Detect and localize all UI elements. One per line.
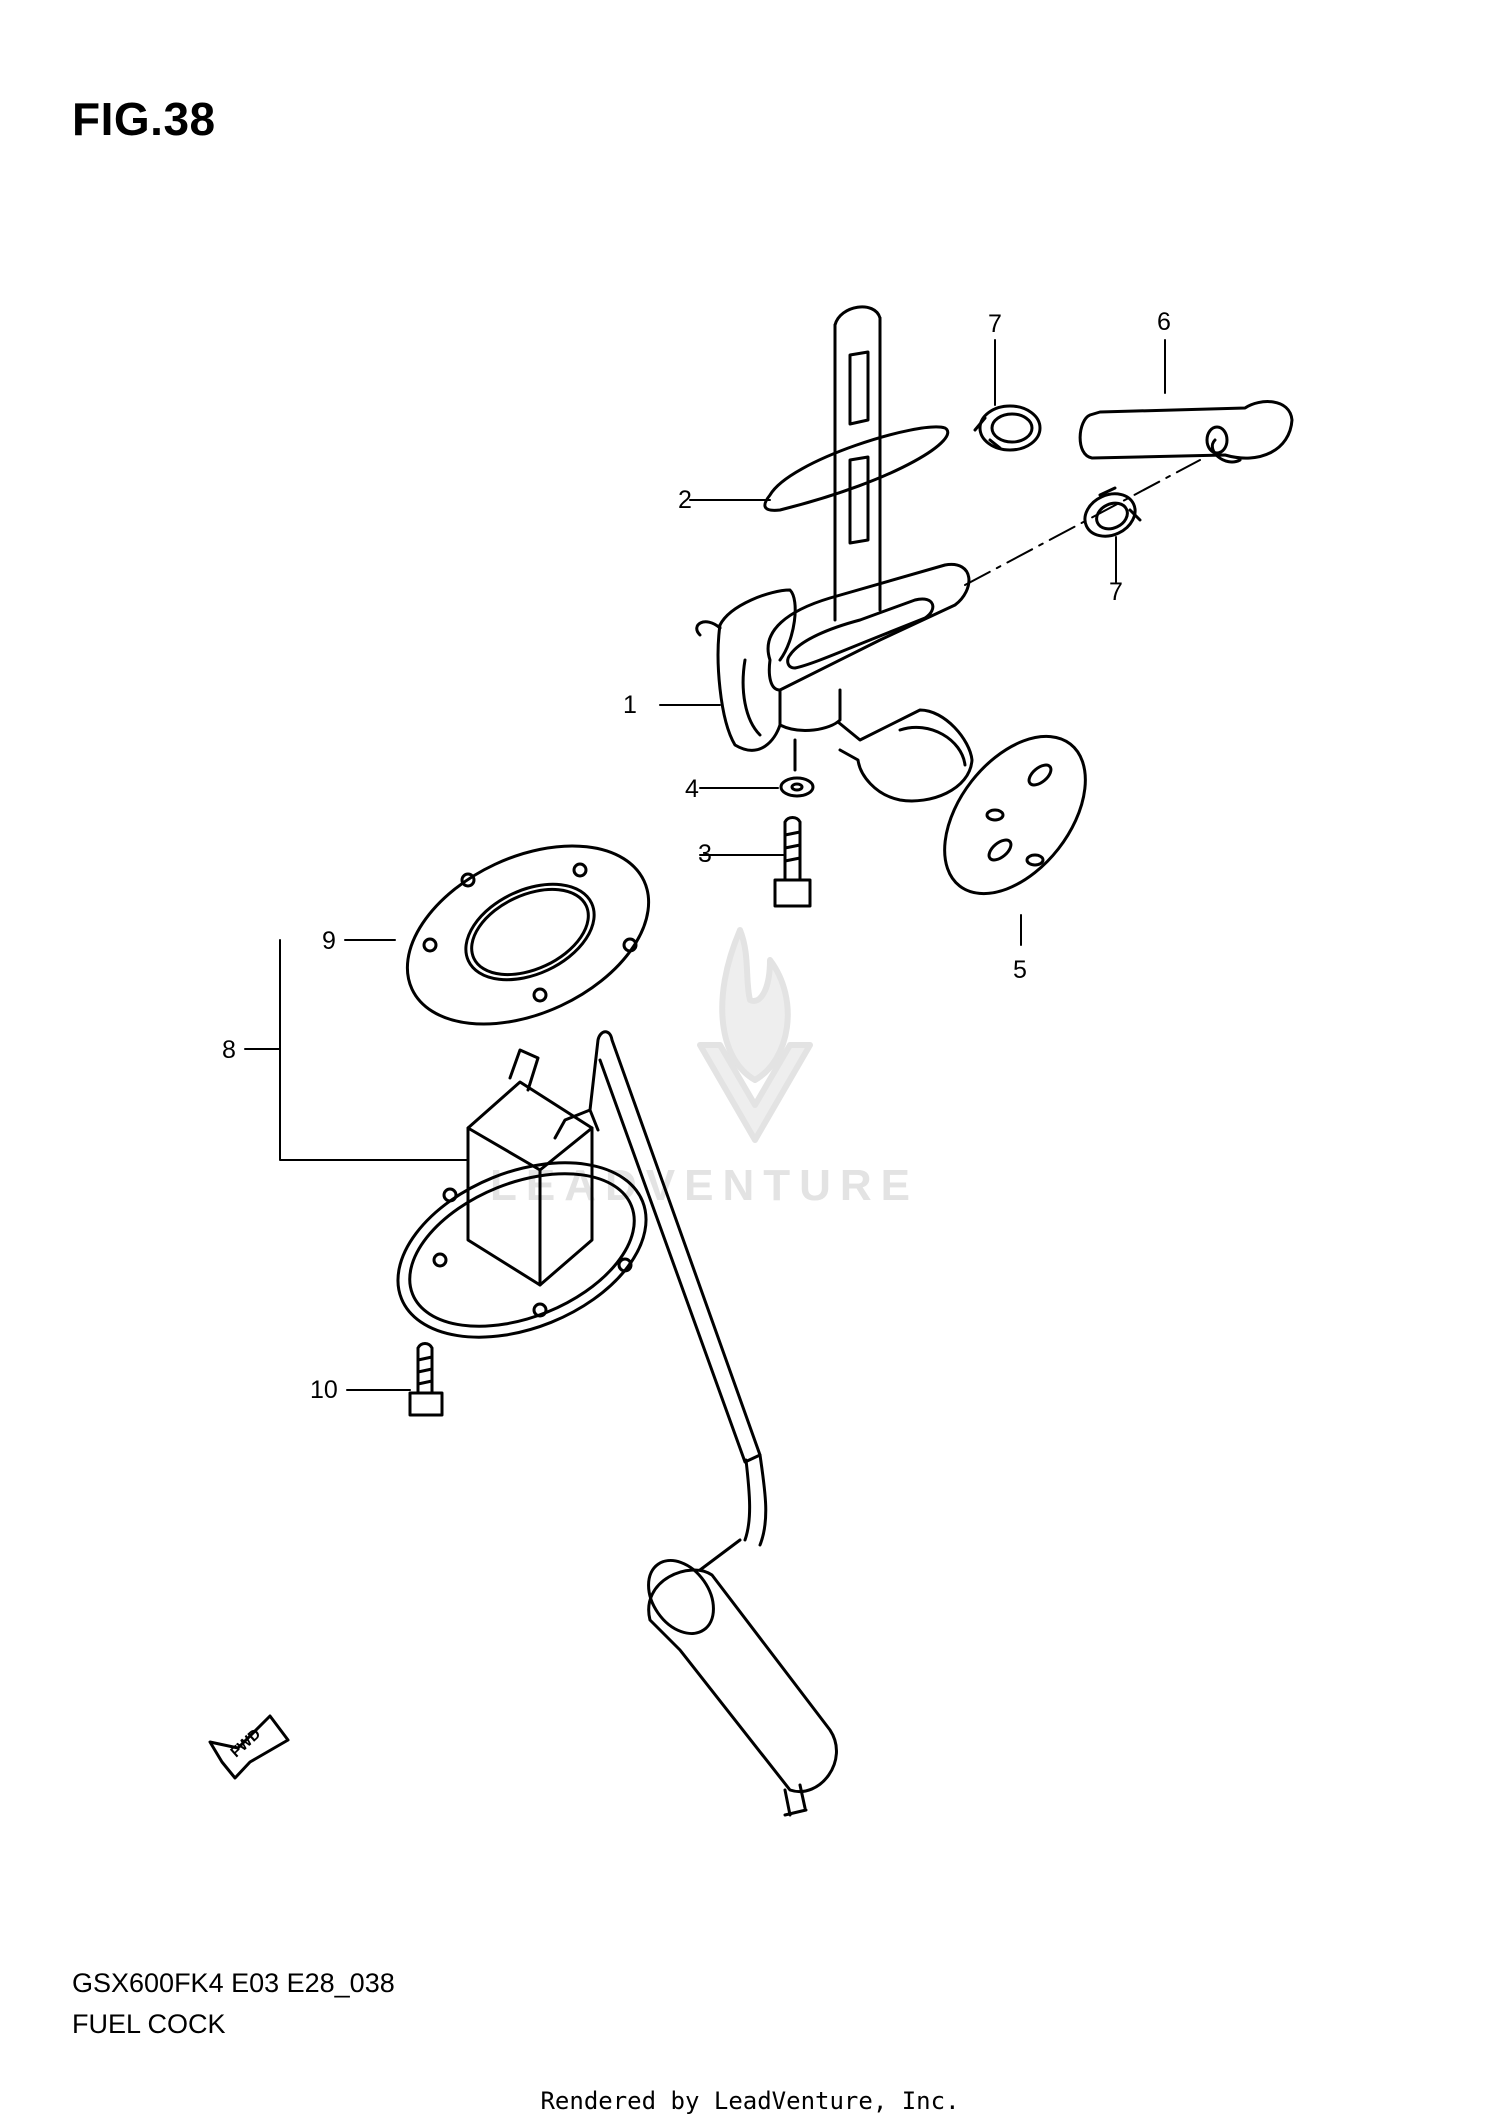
callout-7-upper: 7 — [988, 310, 1002, 338]
figure-title: FIG.38 — [72, 93, 216, 145]
callout-10: 10 — [310, 1376, 338, 1404]
leader-lines — [244, 339, 1166, 1391]
callout-4: 4 — [685, 775, 699, 803]
fwd-arrow-icon: FWD — [208, 1714, 290, 1780]
fuel-cock-pickup-tube — [833, 305, 882, 622]
part-1-fuel-cock — [695, 563, 974, 803]
part-5-filter — [943, 734, 1087, 896]
callout-9: 9 — [322, 927, 336, 955]
callout-1: 1 — [623, 691, 637, 719]
callout-7-lower: 7 — [1109, 578, 1123, 606]
callout-2: 2 — [678, 486, 692, 514]
part-4-washer — [779, 776, 815, 798]
fuel-gauge-float — [647, 1559, 838, 1817]
footer-credit: Rendered by LeadVenture, Inc. — [540, 2087, 960, 2115]
callout-5: 5 — [1013, 956, 1027, 984]
part-7-clamp-upper — [973, 404, 1042, 452]
leadventure-logo-icon — [697, 927, 813, 1143]
model-code: GSX600FK4 E03 E28_038 — [72, 1968, 395, 1998]
part-9-gasket — [405, 844, 651, 1026]
section-name: FUEL COCK — [72, 2009, 226, 2039]
watermark-text: LEADVENTURE — [490, 1161, 919, 1210]
part-2-seal — [763, 425, 950, 512]
callout-3: 3 — [698, 840, 712, 868]
part-10-screw — [408, 1342, 444, 1417]
callout-6: 6 — [1157, 308, 1171, 336]
callout-8: 8 — [222, 1036, 236, 1064]
part-6-hose — [1078, 400, 1294, 464]
part-8-fuel-gauge — [396, 1030, 768, 1572]
part-7-clamp-lower — [1083, 486, 1142, 538]
part-3-screw — [773, 816, 812, 908]
